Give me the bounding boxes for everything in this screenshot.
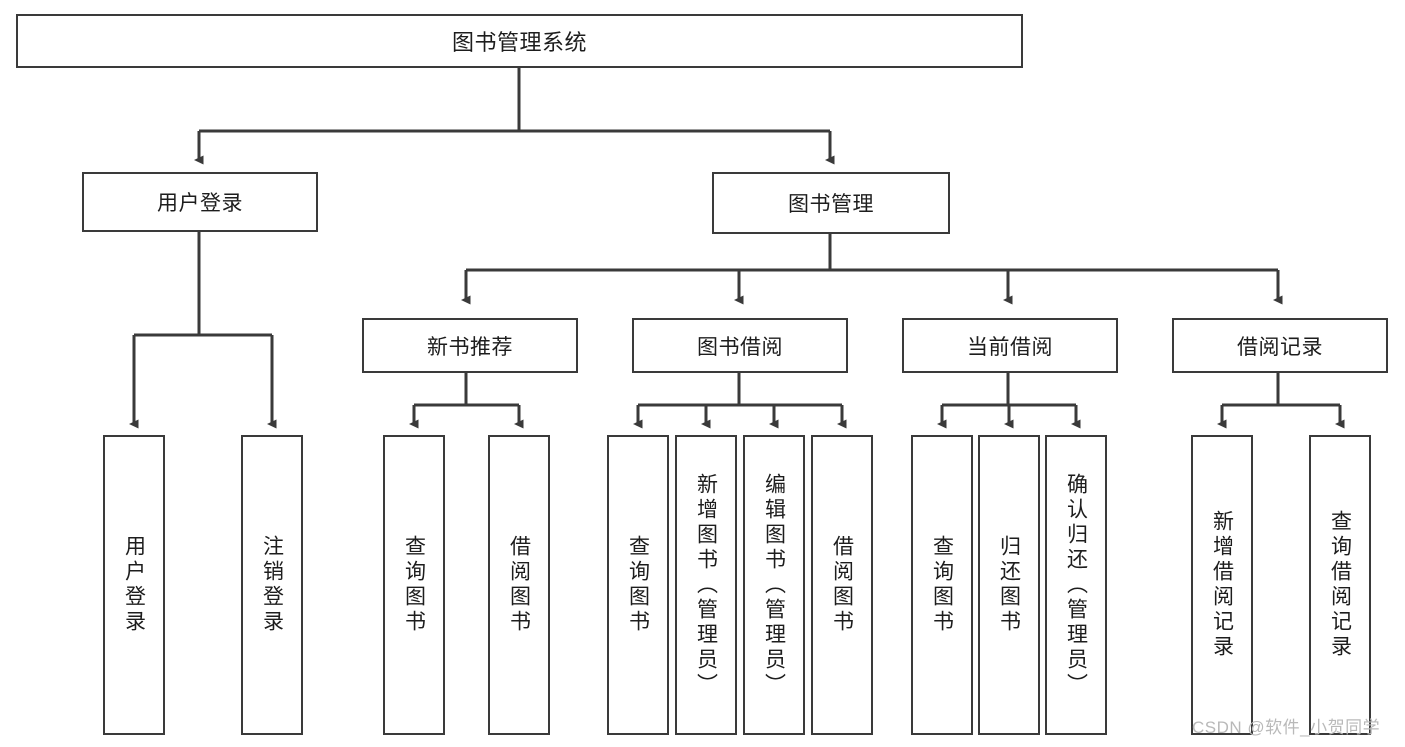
node-book-management[interactable]: 图书管理 (712, 172, 950, 234)
node-leaf-return-books[interactable]: 归还图书 (978, 435, 1040, 735)
node-label: 查询图书 (626, 535, 650, 635)
node-label: 用户登录 (157, 192, 243, 215)
node-leaf-add-borrow-record[interactable]: 新增借阅记录 (1191, 435, 1253, 735)
node-label: 编辑图书（管理员） (762, 472, 786, 698)
node-label: 新增借阅记录 (1210, 510, 1234, 660)
node-label: 图书管理 (788, 193, 874, 216)
node-label: 图书借阅 (697, 335, 783, 359)
node-label: 借阅图书 (830, 535, 854, 635)
node-leaf-user-login[interactable]: 用户登录 (103, 435, 165, 735)
node-leaf-add-book-admin[interactable]: 新增图书（管理员） (675, 435, 737, 735)
node-label: 确认归还（管理员） (1064, 472, 1088, 698)
node-label: 借阅图书 (507, 535, 531, 635)
node-borrow-records[interactable]: 借阅记录 (1172, 318, 1388, 373)
node-leaf-query-books-borrow[interactable]: 查询图书 (607, 435, 669, 735)
node-user-login[interactable]: 用户登录 (82, 172, 318, 232)
node-label: 注销登录 (260, 535, 284, 635)
node-current-borrowing[interactable]: 当前借阅 (902, 318, 1118, 373)
node-label: 新书推荐 (427, 335, 513, 359)
node-label: 归还图书 (997, 535, 1021, 635)
node-leaf-query-books-recommend[interactable]: 查询图书 (383, 435, 445, 735)
node-leaf-borrow-books-recommend[interactable]: 借阅图书 (488, 435, 550, 735)
node-label: 图书管理系统 (451, 30, 587, 55)
node-leaf-edit-book-admin[interactable]: 编辑图书（管理员） (743, 435, 805, 735)
node-label: 借阅记录 (1237, 335, 1323, 359)
node-label: 用户登录 (122, 535, 146, 635)
node-label: 新增图书（管理员） (694, 472, 718, 698)
node-new-book-recommendation[interactable]: 新书推荐 (362, 318, 578, 373)
node-label: 当前借阅 (967, 335, 1053, 359)
node-leaf-confirm-return-admin[interactable]: 确认归还（管理员） (1045, 435, 1107, 735)
node-leaf-query-books-current[interactable]: 查询图书 (911, 435, 973, 735)
node-label: 查询图书 (930, 535, 954, 635)
node-label: 查询图书 (402, 535, 426, 635)
csdn-watermark: CSDN @软件_小贺同学 (1192, 718, 1381, 737)
node-leaf-query-borrow-record[interactable]: 查询借阅记录 (1309, 435, 1371, 735)
node-leaf-borrow-books[interactable]: 借阅图书 (811, 435, 873, 735)
node-leaf-logout[interactable]: 注销登录 (241, 435, 303, 735)
node-root-book-management-system[interactable]: 图书管理系统 (16, 14, 1023, 68)
node-label: 查询借阅记录 (1328, 510, 1352, 660)
node-book-borrowing[interactable]: 图书借阅 (632, 318, 848, 373)
